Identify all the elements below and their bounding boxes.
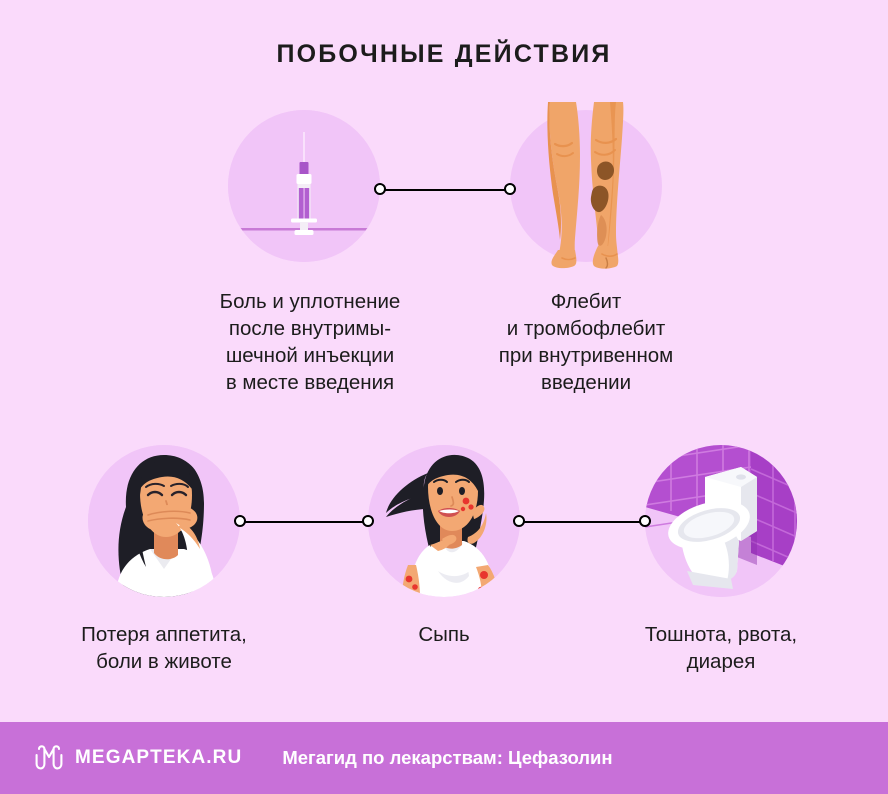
caption-injection-site-pain: Боль и уплотнение после внутримы- шечной…	[219, 290, 401, 394]
connector-bottom-2	[513, 515, 651, 529]
connector-node-right	[639, 515, 651, 527]
woman-rash-icon	[368, 445, 520, 597]
syringe-icon-circle	[228, 110, 380, 262]
syringe-icon	[228, 110, 380, 262]
caption-phlebitis: Флебит и тромбофлебит при внутривенном в…	[498, 290, 674, 394]
megapteka-logo-icon	[34, 743, 64, 773]
woman-rash-icon-circle	[368, 445, 520, 597]
woman-nausea-icon-circle	[88, 445, 240, 597]
connector-line	[241, 521, 367, 523]
connector-bottom-1	[234, 515, 374, 529]
footer-bar: MEGAPTEKA.RU Мегагид по лекарствам: Цефа…	[0, 722, 888, 794]
connector-line	[520, 521, 644, 523]
connector-node-left	[374, 183, 386, 195]
page-title: ПОБОЧНЫЕ ДЕЙСТВИЯ	[276, 40, 612, 68]
legs-thrombophlebitis-icon-circle	[510, 110, 662, 262]
woman-nausea-icon	[88, 445, 240, 597]
connector-line	[381, 189, 509, 191]
connector-node-left	[234, 515, 246, 527]
caption-rash: Сыпь	[418, 623, 470, 646]
caption-nausea-vomiting-diarrhea: Тошнота, рвота, диарея	[644, 623, 798, 673]
connector-top	[374, 183, 516, 197]
caption-appetite-loss: Потеря аппетита, боли в животе	[81, 623, 247, 673]
footer-brand[interactable]: MEGAPTEKA.RU	[75, 747, 243, 768]
connector-node-right	[362, 515, 374, 527]
toilet-icon-circle	[645, 445, 797, 597]
legs-thrombophlebitis-icon	[510, 100, 662, 272]
footer-tagline: Мегагид по лекарствам: Цефазолин	[282, 747, 613, 768]
toilet-icon	[645, 445, 797, 597]
connector-node-left	[513, 515, 525, 527]
connector-node-right	[504, 183, 516, 195]
